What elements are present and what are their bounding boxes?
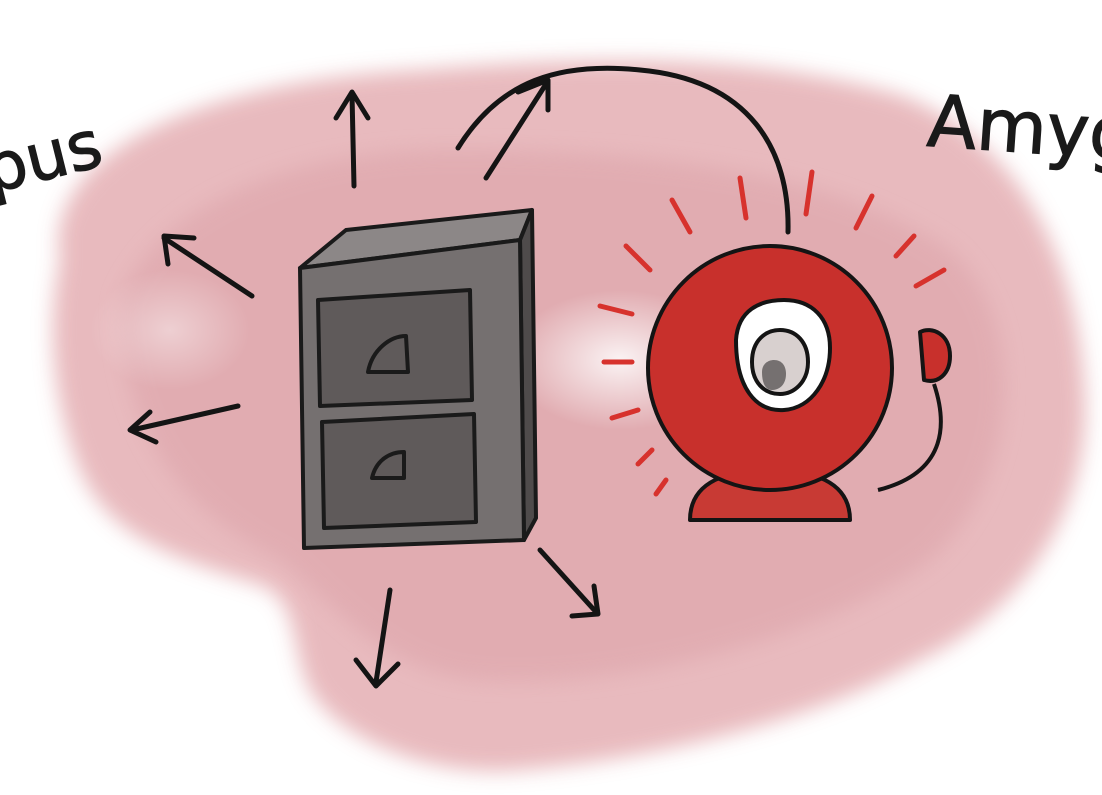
brain-icon [53, 61, 1085, 771]
filing-cabinet-icon [300, 210, 536, 548]
amygdala-label: Amyg [925, 79, 1102, 177]
